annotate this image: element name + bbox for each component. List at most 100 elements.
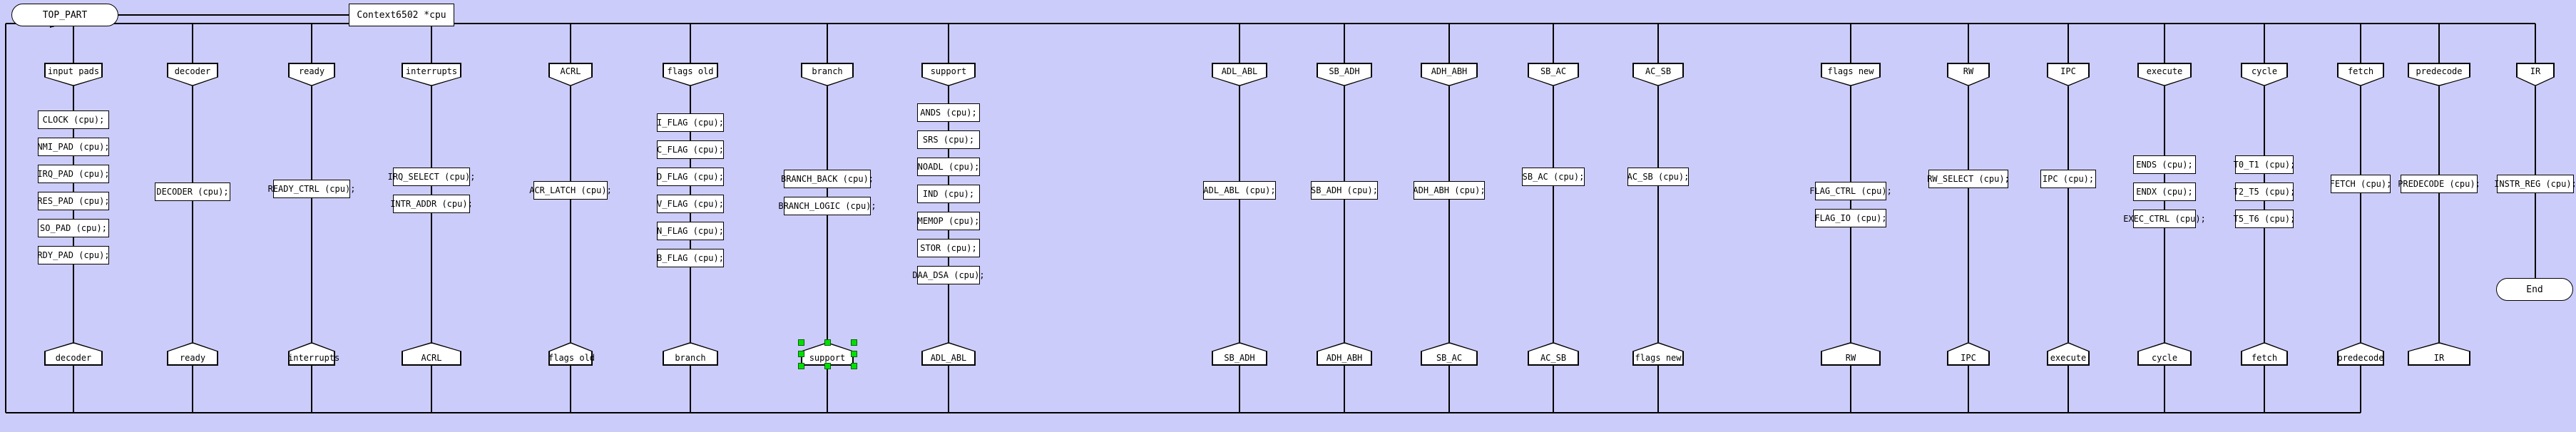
column-exit-cycle[interactable]: fetch	[2241, 342, 2288, 366]
column-exit-support[interactable]: ADL_ABL	[921, 342, 976, 366]
process-box-ir-0[interactable]: INSTR_REG (cpu);	[2494, 175, 2576, 193]
process-box-input-pads-5[interactable]: RDY_PAD (cpu);	[37, 246, 110, 264]
column-exit-flags-old[interactable]: branch	[663, 342, 718, 366]
process-box-adl-abl-0[interactable]: ADL_ABL (cpu);	[1203, 181, 1276, 200]
column-exit-execute[interactable]: cycle	[2137, 342, 2192, 366]
parameter-box-context6502[interactable]: Context6502 *cpu	[349, 4, 454, 26]
process-box-decoder-0[interactable]: DECODER (cpu);	[155, 182, 230, 201]
column-exit-label: flags new	[1635, 353, 1682, 363]
column-exit-decoder[interactable]: ready	[167, 342, 218, 366]
column-exit-label: RW	[1845, 353, 1856, 363]
process-box-acrl-0[interactable]: ACR_LATCH (cpu);	[529, 181, 612, 200]
process-box-label: C_FLAG (cpu);	[657, 145, 724, 155]
selection-handle-se[interactable]	[850, 362, 857, 369]
process-box-flags-new-0[interactable]: FLAG_CTRL (cpu);	[1809, 182, 1892, 200]
process-box-label: RES_PAD (cpu);	[37, 196, 110, 206]
column-exit-interrupts[interactable]: ACRL	[402, 342, 461, 366]
process-box-flags-old-2[interactable]: D_FLAG (cpu);	[657, 168, 724, 186]
process-box-execute-0[interactable]: ENDS (cpu);	[2133, 155, 2196, 174]
process-box-label: INSTR_REG (cpu);	[2494, 179, 2576, 189]
process-box-interrupts-1[interactable]: INTR_ADDR (cpu);	[390, 195, 473, 213]
column-exit-predecode[interactable]: IR	[2408, 342, 2470, 366]
selection-handle-sw[interactable]	[797, 362, 804, 369]
column-enter-label: IR	[2530, 66, 2541, 76]
process-box-support-4[interactable]: MEMOP (cpu);	[917, 212, 980, 230]
process-box-input-pads-2[interactable]: IRQ_PAD (cpu);	[37, 165, 110, 183]
process-box-flags-new-1[interactable]: FLAG_IO (cpu);	[1814, 209, 1887, 227]
process-box-support-3[interactable]: IND (cpu);	[917, 185, 980, 203]
process-box-sb-ac-0[interactable]: SB_AC (cpu);	[1522, 168, 1585, 186]
end-terminator[interactable]: End	[2496, 278, 2573, 301]
column-exit-ac-sb[interactable]: flags new	[1632, 342, 1684, 366]
column-enter-label: interrupts	[405, 66, 458, 76]
column-exit-branch[interactable]: support	[801, 342, 854, 366]
process-box-fetch-0[interactable]: FETCH (cpu);	[2330, 175, 2391, 193]
column-enter-label: ACRL	[560, 66, 581, 76]
process-box-interrupts-0[interactable]: IRQ_SELECT (cpu);	[388, 168, 475, 186]
process-box-rw-0[interactable]: RW_SELECT (cpu);	[1927, 170, 2010, 188]
process-box-input-pads-3[interactable]: RES_PAD (cpu);	[37, 192, 110, 210]
process-box-support-2[interactable]: NOADL (cpu);	[917, 158, 980, 176]
column-exit-acrl[interactable]: flags old	[548, 342, 595, 366]
selection-handle-n[interactable]	[824, 339, 831, 346]
process-box-label: DECODER (cpu);	[156, 187, 229, 197]
column-exit-ipc[interactable]: execute	[2047, 342, 2090, 366]
column-exit-fetch[interactable]: predecode	[2337, 342, 2384, 366]
column-exit-rw[interactable]: IPC	[1947, 342, 1990, 366]
selection-handle-nw[interactable]	[797, 339, 804, 346]
column-exit-flags-new[interactable]: RW	[1821, 342, 1881, 366]
column-exit-label: ADH_ABH	[1326, 353, 1363, 363]
process-box-flags-old-3[interactable]: V_FLAG (cpu);	[657, 195, 724, 213]
column-enter-ac-sb[interactable]: AC_SB	[1632, 63, 1684, 86]
process-box-label: ENDS (cpu);	[2136, 160, 2193, 170]
column-exit-sb-adh[interactable]: ADH_ABH	[1317, 342, 1372, 366]
selection-handle-e[interactable]	[850, 351, 857, 357]
process-box-sb-adh-0[interactable]: SB_ADH (cpu);	[1311, 181, 1378, 200]
process-box-ipc-0[interactable]: IPC (cpu);	[2040, 170, 2096, 188]
process-box-flags-old-5[interactable]: B_FLAG (cpu);	[657, 249, 724, 267]
process-box-cycle-1[interactable]: T2_T5 (cpu);	[2234, 182, 2295, 201]
process-box-support-6[interactable]: DAA_DSA (cpu);	[912, 266, 985, 284]
process-box-input-pads-1[interactable]: NMI_PAD (cpu);	[37, 138, 110, 156]
process-box-flags-old-0[interactable]: I_FLAG (cpu);	[657, 113, 724, 132]
process-box-label: N_FLAG (cpu);	[657, 226, 724, 236]
column-exit-ready[interactable]: interrupts	[288, 342, 339, 366]
process-box-branch-1[interactable]: BRANCH_LOGIC (cpu);	[778, 197, 876, 215]
start-terminator-top-part[interactable]: TOP_PART	[11, 4, 118, 26]
process-box-input-pads-0[interactable]: CLOCK (cpu);	[38, 110, 109, 129]
process-box-input-pads-4[interactable]: SO_PAD (cpu);	[38, 219, 109, 237]
column-exit-adl-abl[interactable]: SB_ADH	[1212, 342, 1267, 366]
column-enter-label: ready	[298, 66, 325, 76]
process-box-ready-0[interactable]: READY_CTRL (cpu);	[268, 180, 355, 198]
process-box-support-5[interactable]: STOR (cpu);	[917, 239, 980, 257]
column-exit-label: execute	[2050, 353, 2087, 363]
selection-handle-s[interactable]	[824, 362, 831, 369]
column-enter-label: branch	[812, 66, 843, 76]
process-box-cycle-2[interactable]: T5_T6 (cpu);	[2234, 210, 2295, 228]
process-box-label: BRANCH_BACK (cpu);	[780, 174, 874, 184]
process-box-ac-sb-0[interactable]: AC_SB (cpu);	[1627, 168, 1689, 186]
process-box-flags-old-4[interactable]: N_FLAG (cpu);	[657, 222, 724, 240]
column-exit-input-pads[interactable]: decoder	[44, 342, 103, 366]
process-box-predecode-0[interactable]: PREDECODE (cpu);	[2398, 175, 2480, 193]
process-box-support-1[interactable]: SRS (cpu);	[917, 130, 980, 149]
selection-handle-w[interactable]	[797, 351, 804, 357]
process-box-label: T0_T1 (cpu);	[2233, 160, 2296, 170]
process-box-cycle-0[interactable]: T0_T1 (cpu);	[2233, 155, 2296, 174]
process-box-label: CLOCK (cpu);	[42, 115, 105, 125]
selection-handle-ne[interactable]	[850, 339, 857, 346]
process-box-branch-0[interactable]: BRANCH_BACK (cpu);	[780, 170, 874, 188]
column-exit-sb-ac[interactable]: AC_SB	[1528, 342, 1579, 366]
process-box-label: ANDS (cpu);	[920, 108, 977, 118]
column-exit-label: ADL_ABL	[930, 353, 967, 363]
process-box-execute-1[interactable]: ENDX (cpu);	[2133, 182, 2196, 201]
column-exit-adh-abh[interactable]: SB_AC	[1421, 342, 1478, 366]
process-box-label: B_FLAG (cpu);	[657, 253, 724, 263]
column-enter-flags-new[interactable]: flags new	[1821, 63, 1881, 86]
process-box-support-0[interactable]: ANDS (cpu);	[917, 103, 980, 122]
process-box-execute-2[interactable]: EXEC_CTRL (cpu);	[2123, 210, 2206, 228]
process-box-adh-abh-0[interactable]: ADH_ABH (cpu);	[1413, 181, 1486, 200]
process-box-flags-old-1[interactable]: C_FLAG (cpu);	[657, 140, 724, 159]
column-exit-label: IPC	[1961, 353, 1976, 363]
